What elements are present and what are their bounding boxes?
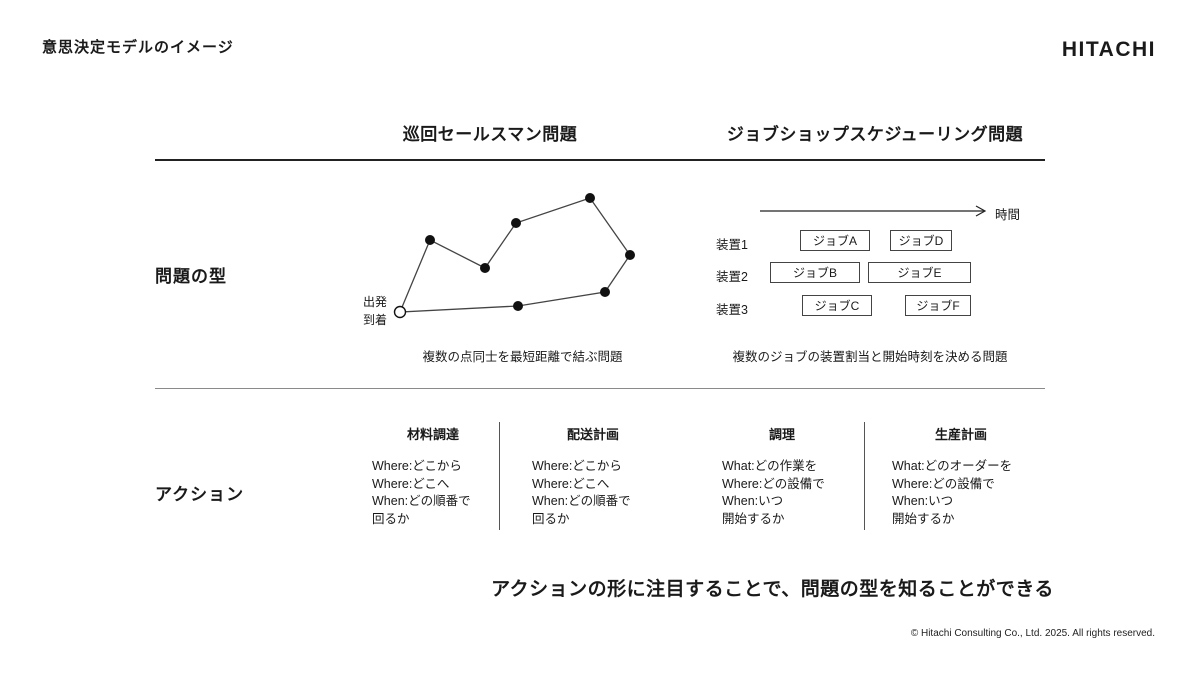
action-divider-1 — [499, 422, 500, 530]
action-column-delivery-planning: 配送計画 Where:どこから Where:どこへ When:どの順番で 回るか — [532, 424, 654, 528]
action-line: Where:どの設備で — [892, 476, 995, 491]
machine-label-3: 装置3 — [716, 303, 748, 317]
tsp-start-label-departure: 出発 — [363, 295, 388, 309]
bottom-message: アクションの形に注目することで、問題の型を知ることができる — [491, 579, 1054, 600]
time-axis-label: 時間 — [995, 208, 1021, 222]
tsp-node — [600, 287, 610, 297]
action-column-title: 材料調達 — [406, 427, 459, 442]
action-divider-2 — [864, 422, 865, 530]
action-line: What:どの作業を — [722, 459, 818, 473]
time-arrow-icon — [760, 205, 987, 217]
action-line: When:どの順番で — [372, 494, 471, 508]
action-column-cooking: 調理 What:どの作業を Where:どの設備で When:いつ 開始するか — [722, 424, 842, 528]
job-box-f: ジョブF — [905, 295, 971, 316]
footer-copyright: © Hitachi Consulting Co., Ltd. 2025. All… — [910, 628, 1155, 639]
column-header-tsp: 巡回セールスマン問題 — [402, 125, 578, 144]
action-column-title: 配送計画 — [566, 427, 619, 442]
action-line: Where:どこから — [372, 459, 462, 473]
section-label-action: アクション — [155, 485, 245, 504]
tsp-node — [480, 263, 490, 273]
action-line: 開始するか — [722, 511, 785, 526]
tsp-node — [511, 218, 521, 228]
tsp-node — [585, 193, 595, 203]
action-line: Where:どこへ — [532, 476, 610, 491]
tsp-node — [425, 235, 435, 245]
job-box-c: ジョブC — [802, 295, 872, 316]
tsp-start-node — [393, 305, 407, 319]
action-column-production-planning: 生産計画 What:どのオーダーを Where:どの設備で When:いつ 開始… — [892, 424, 1030, 528]
action-line: When:いつ — [892, 494, 954, 508]
section-label-problem-type: 問題の型 — [155, 267, 227, 286]
tsp-node — [513, 301, 523, 311]
action-column-material-procurement: 材料調達 Where:どこから Where:どこへ When:どの順番で 回るか — [372, 424, 494, 528]
action-line: Where:どの設備で — [722, 476, 825, 491]
action-line: 開始するか — [892, 511, 955, 526]
jobshop-caption: 複数のジョブの装置割当と開始時刻を決める問題 — [732, 350, 1008, 364]
job-box-a: ジョブA — [800, 230, 870, 251]
page-title: 意思決定モデルのイメージ — [42, 39, 234, 56]
action-line: When:どの順番で — [532, 494, 631, 508]
action-line: What:どのオーダーを — [892, 459, 1013, 473]
tsp-start-label-arrival: 到着 — [363, 313, 388, 327]
machine-label-2: 装置2 — [716, 270, 748, 284]
tsp-caption: 複数の点同士を最短距離で結ぶ問題 — [422, 350, 623, 364]
job-box-d: ジョブD — [890, 230, 952, 251]
tsp-node — [625, 250, 635, 260]
middle-rule — [155, 388, 1045, 389]
action-line: 回るか — [532, 511, 570, 526]
action-line: 回るか — [372, 511, 410, 526]
job-box-b: ジョブB — [770, 262, 860, 283]
job-box-e: ジョブE — [868, 262, 971, 283]
tsp-route-diagram — [393, 193, 635, 319]
action-line: When:いつ — [722, 494, 784, 508]
machine-label-1: 装置1 — [716, 238, 748, 252]
action-line: Where:どこから — [532, 459, 622, 473]
header-rule — [155, 159, 1045, 161]
hitachi-logo: HITACHI — [1061, 38, 1156, 61]
action-column-title: 調理 — [768, 427, 795, 442]
column-header-jobshop: ジョブショップスケジューリング問題 — [726, 125, 1024, 144]
action-line: Where:どこへ — [372, 476, 450, 491]
action-column-title: 生産計画 — [934, 427, 987, 442]
